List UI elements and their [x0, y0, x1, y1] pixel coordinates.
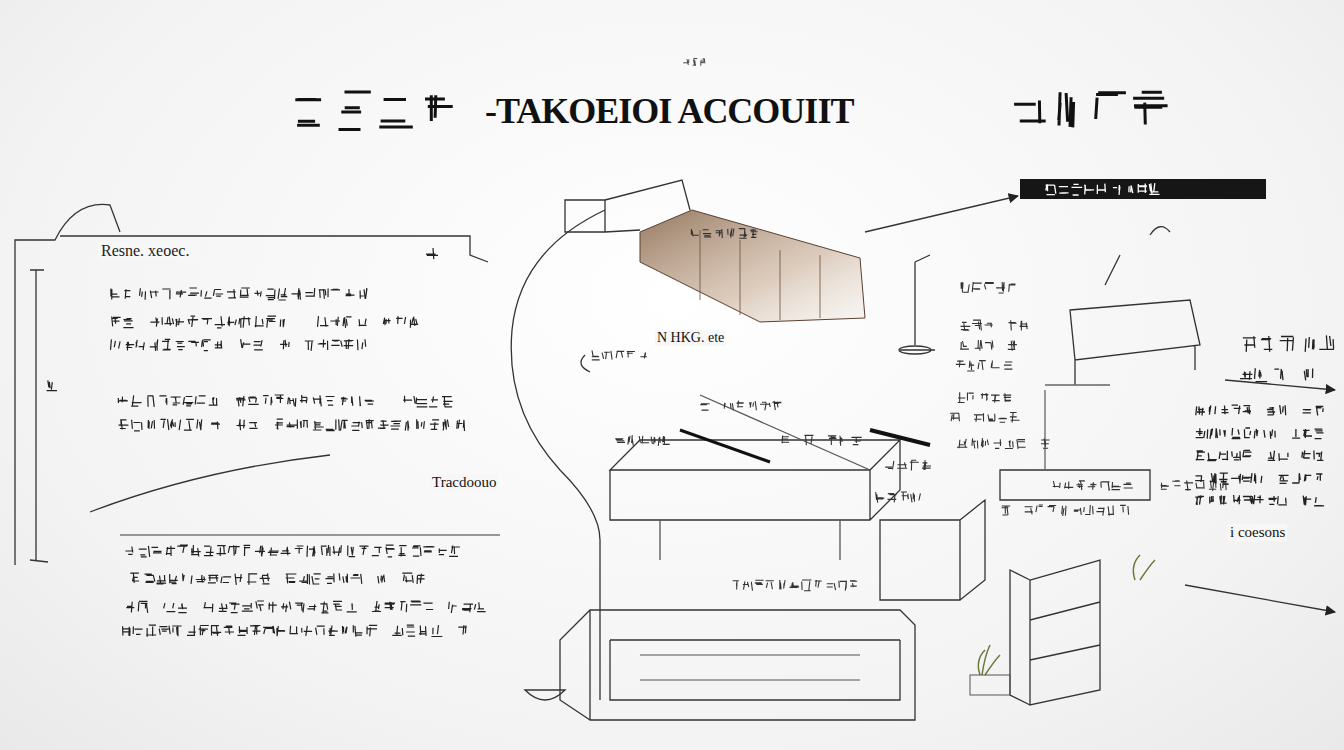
panel-sketch	[1000, 470, 1150, 500]
illegible-script	[1196, 428, 1324, 439]
leader-line	[120, 534, 500, 535]
illegible-script	[111, 339, 366, 351]
cabinet-sketch	[1010, 560, 1100, 705]
annotation-label: Tracdoouo	[430, 474, 498, 491]
plant-sketch	[978, 555, 1155, 675]
pointer-bar	[680, 430, 770, 462]
illegible-script	[956, 360, 1013, 371]
lamp-sketch	[899, 346, 931, 354]
cabinet-sketch	[880, 500, 985, 600]
illegible-script	[1002, 505, 1129, 516]
illegible-script	[1053, 481, 1133, 491]
illegible-script	[123, 625, 467, 637]
frame-line	[30, 270, 48, 562]
annotation-label: N HKG. ete	[655, 330, 726, 346]
table-sketch	[610, 440, 900, 520]
illegible-script	[125, 545, 460, 557]
illegible-script	[1240, 368, 1313, 381]
illegible-script	[295, 92, 452, 129]
table-sketch	[660, 395, 870, 560]
illegible-script	[957, 438, 1050, 449]
diagram-title: -TAKOEIOI ACCOUIIT	[485, 90, 853, 132]
pointer-arrow	[1225, 380, 1335, 390]
illegible-script	[700, 401, 781, 411]
panel-sketch	[1045, 385, 1110, 470]
device-sketch	[1070, 227, 1200, 385]
illegible-script	[426, 248, 438, 259]
bowl-sketch	[525, 690, 565, 700]
sofa-sketch	[560, 610, 915, 720]
frame-line	[60, 236, 488, 262]
illegible-script	[691, 228, 757, 238]
illegible-script	[1195, 473, 1322, 483]
pointer-bar	[870, 430, 930, 445]
illegible-script	[961, 282, 1016, 293]
illegible-script	[958, 392, 1012, 403]
illegible-script	[961, 320, 1028, 330]
illegible-script	[960, 340, 1017, 351]
pointer-arrow	[1185, 585, 1335, 612]
illegible-script	[1196, 405, 1324, 415]
dark-bar	[1020, 179, 1266, 199]
illegible-script	[683, 58, 705, 66]
text-panel: Resne. xeoec.	[98, 242, 197, 264]
illegible-script	[1046, 183, 1160, 195]
illegible-script	[47, 58, 1334, 637]
illegible-script	[118, 395, 452, 407]
wood-block	[640, 210, 865, 322]
illegible-script	[876, 492, 921, 503]
illegible-script	[782, 435, 862, 446]
illegible-script	[1161, 481, 1229, 491]
illegible-script	[1195, 495, 1324, 506]
sketch-lines	[15, 180, 1335, 720]
illegible-script	[1196, 450, 1324, 461]
illegible-script	[119, 419, 465, 431]
leader-line	[90, 455, 330, 512]
pointer-arrow	[865, 196, 1018, 232]
illegible-script	[1014, 92, 1168, 127]
panel-heading: Resne. xeoec.	[98, 242, 197, 260]
illegible-script	[47, 380, 57, 390]
illegible-script	[111, 288, 367, 300]
illegible-script	[592, 350, 647, 360]
illegible-script	[1243, 335, 1334, 352]
illegible-script	[126, 601, 485, 613]
illegible-script	[112, 316, 419, 328]
lamp-sketch	[900, 255, 935, 350]
illegible-script	[615, 435, 670, 446]
illegible-script	[950, 413, 1019, 423]
pot-sketch	[970, 675, 1010, 695]
annotation-label: i coesons	[1228, 524, 1287, 541]
sketch-curve	[511, 210, 605, 700]
hook-sketch	[581, 355, 590, 372]
sofa-sketch	[640, 655, 860, 680]
wood-grain	[700, 230, 820, 320]
illegible-script	[130, 573, 424, 585]
illegible-script	[885, 460, 931, 470]
illegible-script	[733, 580, 858, 591]
